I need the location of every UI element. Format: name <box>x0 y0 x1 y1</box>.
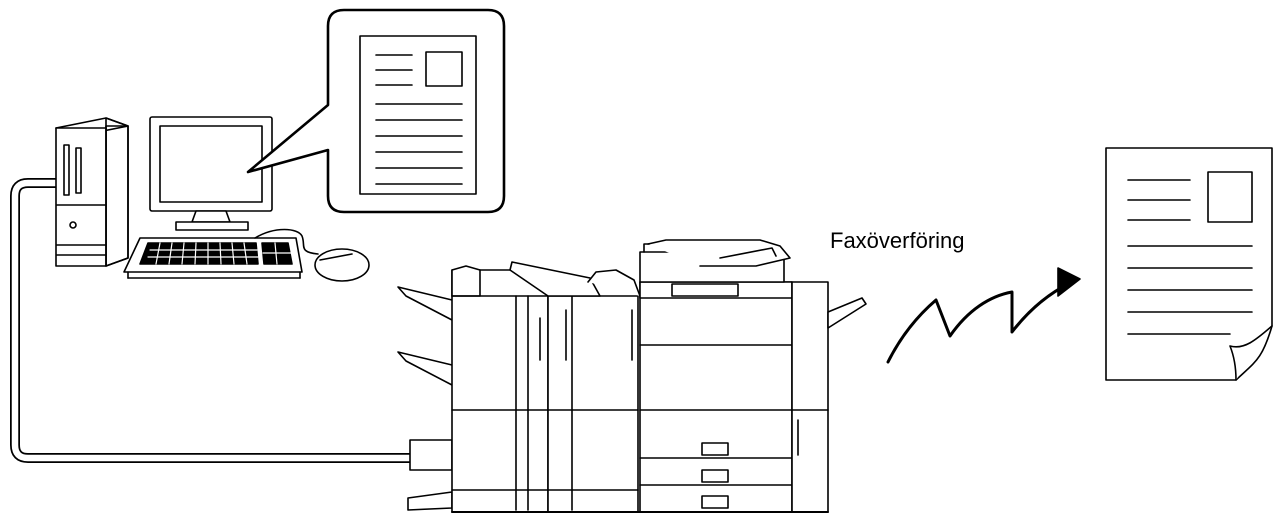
fax-transmission-label: Faxöverföring <box>830 228 965 253</box>
multifunction-printer-icon <box>398 240 866 512</box>
monitor-icon <box>150 117 272 230</box>
fax-transmission-arrow-icon <box>888 268 1080 362</box>
received-document-icon <box>1106 148 1272 380</box>
document-bubble <box>248 10 504 212</box>
pc-tower-icon <box>56 118 128 266</box>
keyboard-icon <box>124 238 302 278</box>
